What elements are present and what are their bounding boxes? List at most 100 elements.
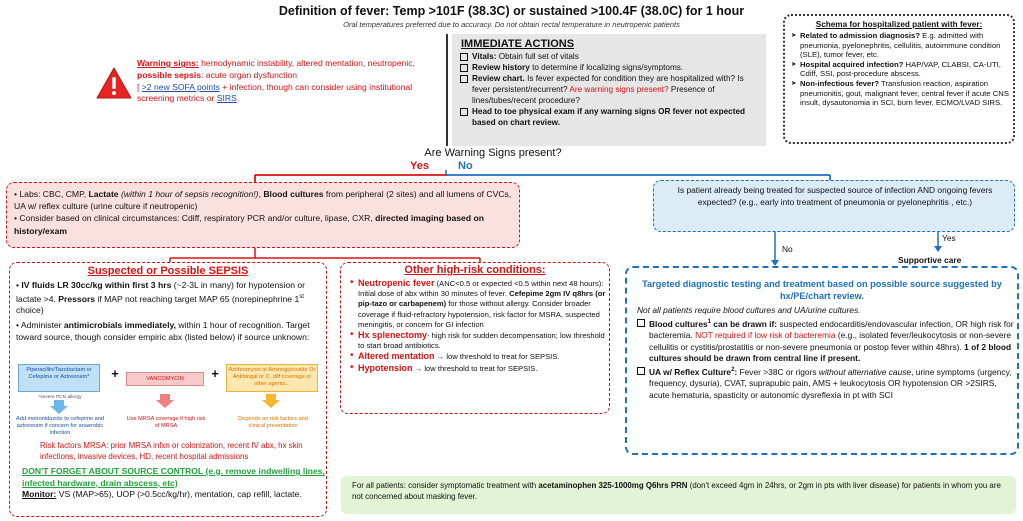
abx-option-pip-tazo: Piperacillin/Tazobactam or Cefepime or A… xyxy=(18,364,100,392)
pressors-text: choice) xyxy=(16,305,44,316)
abx-bold: antimicrobials immediately, xyxy=(63,320,176,331)
previous-treatment-yes-label: Yes xyxy=(942,233,956,243)
superscript: 2 xyxy=(731,366,735,373)
checkbox-icon xyxy=(460,75,468,83)
warning-text-part: + infection, though can consider using i… xyxy=(137,81,413,104)
schema-item-text: E.g. admitted with pneumonia, pyelonephr… xyxy=(800,31,1001,60)
warning-text-part: : acute organ dysfunction xyxy=(201,69,298,80)
schema-item: Related to admission diagnosis? E.g. adm… xyxy=(791,31,1011,60)
sofa-link[interactable]: >2 new SOFA points xyxy=(141,81,220,92)
checkbox-icon xyxy=(637,318,645,327)
ua-label: : xyxy=(734,366,738,377)
symptomatic-treatment-box xyxy=(341,476,1016,514)
labs-text-part: , xyxy=(258,189,264,199)
schema-box xyxy=(783,14,1015,144)
abx-option-text: VANCOMYCIN xyxy=(146,376,184,382)
sepsis-abx-item: • Administer antimicrobials immediately,… xyxy=(16,320,310,343)
down-arrow-icon xyxy=(262,394,280,408)
abx-sub-note: Add metronidazole to cefepime and aztreo… xyxy=(16,416,105,436)
warning-text-part: hemodynamic instability, altered mentati… xyxy=(198,58,415,68)
altered-mentation-label: Altered mentation xyxy=(358,351,435,362)
ua-reflex-item: UA w/ Reflex Culture2: Fever >38C or rig… xyxy=(637,365,1015,402)
monitor-text: VS (MAP>65), UOP (>0.5cc/kg/hr), mentati… xyxy=(56,489,302,500)
footer-text-part: For all patients: consider symptomatic t… xyxy=(352,481,539,490)
targeted-testing-title: Targeted diagnostic testing and treatmen… xyxy=(642,279,1002,301)
superscript: 1 xyxy=(707,318,711,325)
plus-sign: + xyxy=(211,366,219,381)
bc-text: suspected endocarditis/endovascular infe… xyxy=(649,318,1014,340)
checkbox-icon xyxy=(460,108,468,116)
symptomatic-treatment-text: For all patients: consider symptomatic t… xyxy=(352,481,1002,502)
high-risk-item: Neutropenic fever (ANC<0.5 or expected <… xyxy=(350,278,608,330)
schema-item: Hospital acquired infection? HAP/VAP, CL… xyxy=(791,60,1011,79)
fluids-bold: IV fluids LR 30cc/kg within first 3 hrs xyxy=(21,280,172,290)
immediate-actions-list: Vitals: Obtain full set of vitals Review… xyxy=(460,51,763,128)
sepsis-fluids-item: • IV fluids LR 30cc/kg within first 3 hr… xyxy=(16,280,306,316)
abx-text: within 1 hour of recognition. Target tow… xyxy=(16,320,310,343)
blood-cultures-item: Blood cultures1 can be drawn if: suspect… xyxy=(637,317,1015,365)
labs-text-part: (within 1 hour of sepsis recognition!) xyxy=(118,189,259,199)
action-text: Presence of lines/tubes/recent procedure… xyxy=(472,85,715,105)
ua-italic-text: without alternative cause xyxy=(818,366,912,377)
schema-list: Related to admission diagnosis? E.g. adm… xyxy=(791,31,1011,108)
action-text: Is fever expected for condition they are… xyxy=(472,74,744,94)
ua-text: Fever >38C or rigors xyxy=(737,366,819,377)
sirs-link[interactable]: SIRS xyxy=(216,93,237,104)
decision-question: Are Warning Signs present? xyxy=(424,147,562,159)
immediate-action-item: Review history to determine if localizin… xyxy=(460,62,763,73)
directed-imaging-text: directed imaging based on history/exam xyxy=(14,213,484,236)
down-arrow-icon xyxy=(50,400,68,414)
previous-treatment-box xyxy=(653,180,1015,232)
monitor-line: Monitor: VS (MAP>65), UOP (>0.5cc/kg/hr)… xyxy=(22,489,326,501)
hypotension-label: Hypotension xyxy=(358,362,413,373)
mrsa-risk-factors: Risk factors MRSA: prior MRSA infxn or c… xyxy=(40,441,303,461)
neutropenic-fever-label: Neutropenic fever xyxy=(358,278,435,288)
labs-box xyxy=(6,182,520,248)
action-text: to determine if localizing signs/symptom… xyxy=(529,63,684,72)
high-risk-item: Altered mentation → low threshold to tre… xyxy=(350,351,608,362)
high-risk-text: → low threshold to treat for SEPSIS. xyxy=(434,352,560,362)
action-red-text: Are warning signs present? xyxy=(569,85,669,94)
targeted-note: Not all patients require blood cultures … xyxy=(637,305,861,315)
labs-text: • Labs: CBC, CMP, Lactate (within 1 hour… xyxy=(14,188,514,237)
bc-bold-text: 1 of 2 blood cultures should be drawn fr… xyxy=(649,341,1012,364)
sepsis-box xyxy=(9,262,327,517)
checkbox-icon xyxy=(637,366,645,375)
warning-signs-text: Warning signs: hemodynamic instability, … xyxy=(137,58,415,104)
abx-option-text: Azithromycin or Aminoglycoside Or Antifu… xyxy=(228,367,316,387)
pressors-text: if MAP not reaching target MAP 65 (norep… xyxy=(95,293,300,304)
fever-definition-title: Definition of fever: Temp >101F (38.3C) … xyxy=(278,4,745,18)
decision-yes-label: Yes xyxy=(410,160,429,172)
bc-text: (e.g., isolated fever/leukocytosis or no… xyxy=(649,329,1012,352)
bc-label: can be drawn if: xyxy=(710,318,778,329)
checkbox-icon xyxy=(460,64,468,72)
sepsis-list: • IV fluids LR 30cc/kg within first 3 hr… xyxy=(16,280,322,344)
immediate-actions-box xyxy=(452,34,766,146)
abx-option-text: Piperacillin/Tazobactam or Cefepime or A… xyxy=(26,367,92,380)
high-risk-text: for those without allergy. Consider broa… xyxy=(358,299,600,329)
high-risk-text: - high risk for sudden decompensation; l… xyxy=(358,331,605,351)
bc-red-text: NOT required if low risk of bacteremia xyxy=(695,329,836,340)
high-risk-title: Other high-risk conditions: xyxy=(404,264,546,276)
abx-allergy-note: *severe PCN allergy xyxy=(38,395,82,400)
labs-text-part: from peripheral (2 sites) and all lumens… xyxy=(14,189,512,212)
labs-text-part: • Labs: CBC, CMP, xyxy=(14,189,89,199)
schema-item-bold: Related to admission diagnosis? xyxy=(800,31,921,40)
schema-item-text: Transfusion reaction, aspiration pneumon… xyxy=(800,78,1009,108)
source-control-section: DON'T FORGET ABOUT SOURCE CONTROL (e.g. … xyxy=(22,466,326,501)
supportive-care-text: Supportive care xyxy=(898,255,962,265)
fluids-text: (~2-3L in many) for hypotension or lacta… xyxy=(16,280,306,304)
targeted-testing-box xyxy=(625,266,1019,455)
immediate-action-item: Head to toe physical exam if any warning… xyxy=(460,106,763,128)
action-bold: Head to toe physical exam if any warning… xyxy=(472,107,745,127)
bc-label: Blood cultures xyxy=(649,318,708,329)
labs-text-part: • Consider based on clinical circumstanc… xyxy=(14,213,376,224)
warning-triangle-icon xyxy=(96,67,132,99)
plus-sign: + xyxy=(111,366,119,381)
blood-cultures-text: Blood cultures xyxy=(263,189,324,199)
decision-no-label: No xyxy=(458,160,473,172)
vertical-divider xyxy=(446,34,448,146)
checkbox-icon xyxy=(460,53,468,61)
ua-text: , urine symptoms (urgency, frequency, dy… xyxy=(649,366,1012,400)
